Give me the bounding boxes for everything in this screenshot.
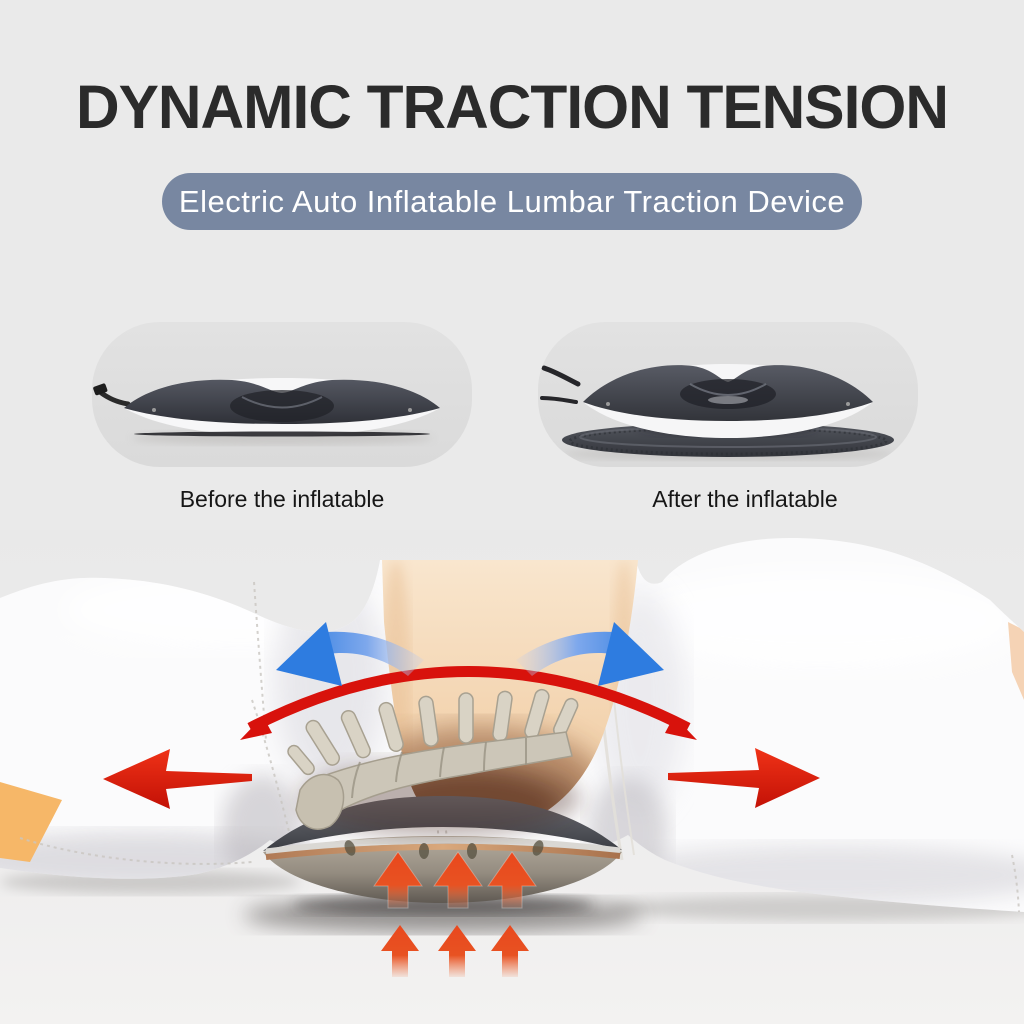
skin-sliver-right xyxy=(1008,622,1024,700)
power-cable xyxy=(97,389,131,407)
stretch-arrow-right-icon xyxy=(516,622,664,686)
inflated-base-pad xyxy=(562,423,894,457)
sacrum xyxy=(295,773,345,830)
subtitle-pill: Electric Auto Inflatable Lumbar Traction… xyxy=(162,173,862,230)
orange-mat-wedge xyxy=(0,782,62,862)
air-tube xyxy=(540,396,578,404)
traction-illustration xyxy=(0,530,1024,1024)
device-inflated-graphic xyxy=(540,364,894,460)
inflate-arrows-up-icon xyxy=(373,851,537,909)
spine-arch-arrow-icon xyxy=(240,666,697,740)
spine-graphic xyxy=(287,688,580,836)
traction-arrow-right-icon xyxy=(668,748,820,808)
vertebral-column xyxy=(317,731,573,822)
device-silver-band xyxy=(265,836,621,856)
disc-lines xyxy=(351,738,527,799)
subtitle-text: Electric Auto Inflatable Lumbar Traction… xyxy=(178,183,846,219)
inflate-arrows-lower-icon xyxy=(381,925,529,977)
power-cable xyxy=(541,365,581,387)
stretch-arrow-left-icon xyxy=(276,622,424,686)
device-deflated-graphic xyxy=(93,378,440,445)
after-caption: After the inflatable xyxy=(652,486,838,512)
page-title: DYNAMIC TRACTION TENSION xyxy=(75,73,949,141)
after-photo-capsule xyxy=(538,322,918,467)
device-vents xyxy=(344,840,544,859)
traction-arrow-left-icon xyxy=(103,749,252,809)
device-bronze-rim xyxy=(265,843,621,860)
before-photo-capsule xyxy=(92,322,472,467)
before-caption: Before the inflatable xyxy=(179,486,385,512)
